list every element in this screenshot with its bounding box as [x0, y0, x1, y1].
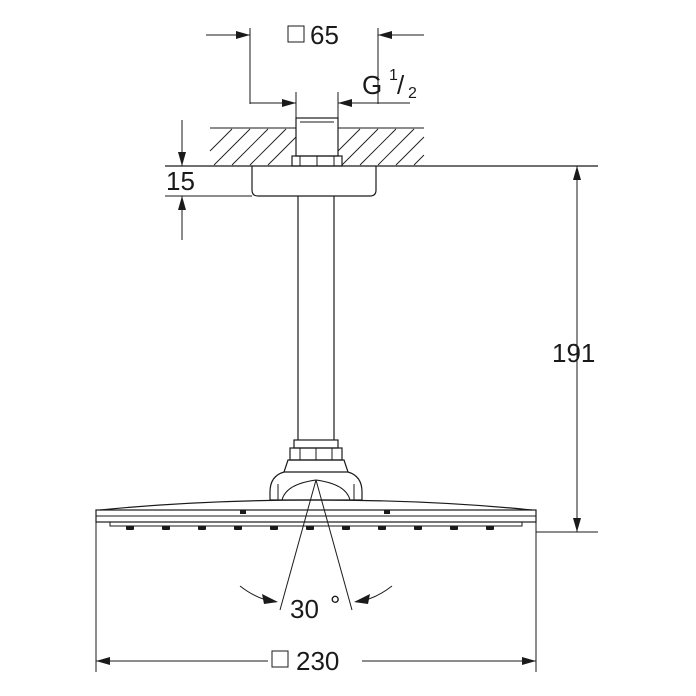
shower-head-plate [95, 499, 537, 527]
dimension-height: 191 [536, 166, 598, 533]
spray-angle-unit: ° [330, 590, 340, 620]
dimension-spray-angle: 30 ° [290, 590, 340, 624]
flange-thickness-value: 15 [166, 166, 195, 196]
dimension-flange-thickness: 15 [165, 120, 252, 240]
thread-numerator: 1 [389, 67, 398, 84]
shower-arm [297, 196, 335, 440]
thread-denominator: 2 [408, 85, 417, 102]
thread-prefix: G [362, 70, 382, 100]
height-value: 191 [552, 338, 595, 368]
ceiling-hatch [209, 127, 425, 166]
head-size-value: 230 [296, 646, 339, 676]
threaded-nipple [291, 117, 343, 167]
swivel-nut [269, 439, 363, 501]
dimension-flange-size: 65 [206, 20, 424, 104]
spray-angle-lines [239, 479, 393, 611]
ceiling-flange [251, 166, 377, 197]
dimension-head-size: 230 [95, 522, 537, 676]
thread-slash: / [397, 70, 405, 100]
spray-nozzles [126, 510, 494, 530]
dimension-thread: G 1 / 2 [250, 67, 417, 118]
spray-angle-value: 30 [290, 594, 319, 624]
flange-size-value: 65 [310, 20, 339, 50]
